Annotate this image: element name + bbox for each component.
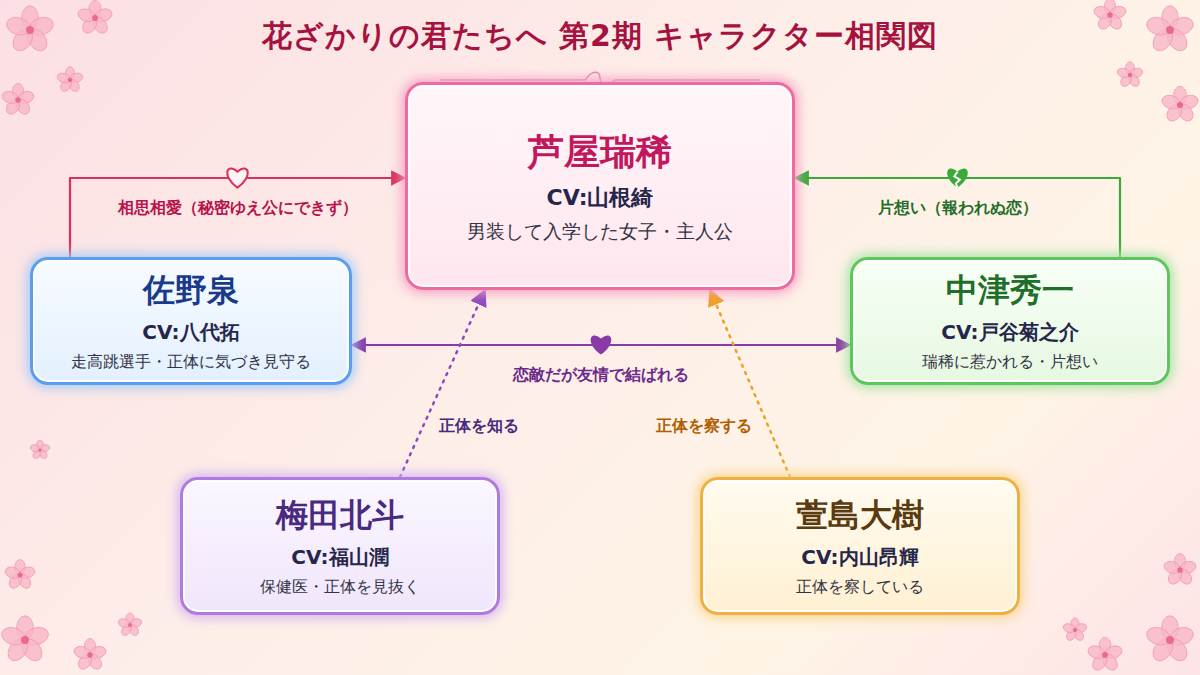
- broken-heart: [947, 168, 968, 187]
- heart-crack: [954, 172, 960, 188]
- petal: [4, 15, 32, 38]
- petal: [0, 625, 28, 648]
- blossom-center: [1073, 628, 1077, 632]
- box-content: 芦屋瑞稀 CV:山根綺男装して入学した女子・主人公: [467, 128, 733, 245]
- petal: [30, 444, 42, 454]
- blossom-center: [1102, 652, 1108, 658]
- petal: [1062, 622, 1076, 634]
- character-description: 正体を察している: [796, 577, 924, 598]
- petal: [1116, 67, 1131, 80]
- relation-label: 正体を知る: [439, 416, 519, 437]
- box-content: 佐野泉 CV:八代拓走高跳選手・正体に気づき見守る: [71, 269, 311, 373]
- blossom: [1093, 0, 1128, 32]
- blossom: [1116, 62, 1144, 89]
- character-box: 芦屋瑞稀 CV:山根綺男装して入学した女子・主人公: [405, 82, 795, 290]
- blossom: [56, 67, 84, 94]
- character-description: 瑞稀に惹かれる・片想い: [922, 352, 1098, 373]
- petal: [4, 565, 22, 580]
- blossom: [0, 616, 51, 665]
- blossom-center: [21, 636, 29, 644]
- blossom: [1144, 616, 1195, 665]
- petal: [1163, 559, 1182, 575]
- heart: [591, 335, 612, 354]
- voice-actor: CV:福山潤: [291, 544, 388, 571]
- blossom-center: [17, 572, 22, 577]
- character-box: 佐野泉 CV:八代拓走高跳選手・正体に気づき見守る: [30, 257, 352, 385]
- character-box: 萱島大樹 CV:内山昂輝正体を察している: [700, 477, 1020, 615]
- heart-symbol: [227, 168, 248, 187]
- blossom-center: [1166, 26, 1174, 34]
- blossom: [1163, 554, 1198, 587]
- petal: [1086, 644, 1106, 661]
- blossom: [30, 440, 51, 460]
- petal: [1160, 93, 1182, 111]
- relation-connector: [400, 290, 485, 477]
- blossom-center: [1166, 636, 1174, 644]
- character-name: 萱島大樹: [796, 494, 924, 538]
- heart: [227, 168, 248, 187]
- blossom-center: [68, 78, 72, 82]
- character-box: 梅田北斗 CV:福山潤保健医・正体を見抜く: [180, 477, 500, 615]
- voice-actor: CV:戸谷菊之介: [941, 319, 1078, 346]
- blossom-center: [1107, 12, 1112, 17]
- blossom: [1, 84, 36, 117]
- petal: [117, 617, 131, 629]
- character-name: 芦屋瑞稀: [528, 128, 672, 177]
- heart-symbol: [591, 335, 612, 354]
- relation-label: 相思相愛（秘密ゆえ公にできず）: [118, 198, 358, 219]
- petal: [76, 7, 96, 24]
- character-name: 中津秀一: [946, 269, 1074, 313]
- box-content: 萱島大樹 CV:内山昂輝正体を察している: [796, 494, 924, 598]
- relation-label: 正体を察する: [656, 416, 752, 437]
- petal: [56, 72, 71, 85]
- relation-label: 片想い（報われぬ恋）: [878, 198, 1038, 219]
- voice-actor: CV:山根綺: [547, 183, 654, 213]
- blossom-center: [26, 26, 34, 34]
- blossom-center: [15, 97, 20, 102]
- character-description: 男装して入学した女子・主人公: [467, 219, 733, 245]
- relation-connector: [795, 178, 1120, 257]
- blossom: [76, 0, 113, 35]
- character-description: 保健医・正体を見抜く: [260, 577, 420, 598]
- blossom: [1086, 637, 1123, 672]
- relation-label: 恋敵だが友情で結ばれる: [513, 365, 689, 386]
- blossom: [117, 613, 143, 637]
- blossom: [1062, 618, 1088, 642]
- character-box: 中津秀一 CV:戸谷菊之介瑞稀に惹かれる・片想い: [850, 257, 1170, 385]
- relation-connector: [70, 178, 405, 257]
- blossom: [1160, 86, 1200, 124]
- petal: [1, 89, 20, 105]
- blossom: [73, 639, 108, 672]
- box-content: 中津秀一 CV:戸谷菊之介瑞稀に惹かれる・片想い: [922, 269, 1098, 373]
- blossom-center: [87, 652, 92, 657]
- blossom-center: [92, 15, 98, 21]
- blossom-center: [1177, 567, 1182, 572]
- petal: [1093, 4, 1112, 20]
- petal: [73, 644, 92, 660]
- blossom-center: [1177, 102, 1183, 108]
- relation-connector: [710, 290, 790, 477]
- voice-actor: CV:内山昂輝: [801, 544, 918, 571]
- character-name: 佐野泉: [143, 269, 239, 313]
- blossom: [4, 6, 55, 55]
- petal: [1144, 15, 1172, 38]
- blossom: [4, 560, 37, 591]
- blossom-center: [1128, 73, 1132, 77]
- box-content: 梅田北斗 CV:福山潤保健医・正体を見抜く: [260, 494, 420, 598]
- petal: [1144, 625, 1172, 648]
- title: 花ざかりの君たちへ 第2期 キャラクター相関図: [0, 16, 1200, 57]
- blossom-center: [38, 448, 41, 451]
- blossom-center: [128, 623, 132, 627]
- voice-actor: CV:八代拓: [142, 319, 239, 346]
- blossom: [1144, 6, 1195, 55]
- character-description: 走高跳選手・正体に気づき見守る: [71, 352, 311, 373]
- character-name: 梅田北斗: [276, 494, 404, 538]
- heart-symbol: [947, 168, 968, 187]
